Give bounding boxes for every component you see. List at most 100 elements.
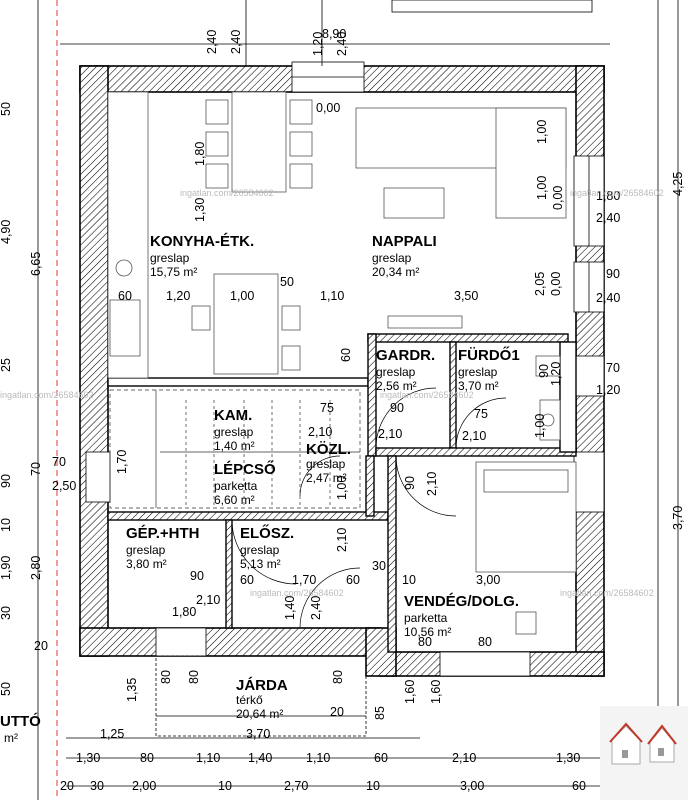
svg-text:greslap: greslap — [126, 543, 166, 557]
svg-text:15,75 m²: 15,75 m² — [150, 265, 197, 279]
room-kozlekedo: KÖZL. greslap 2,47 m² — [306, 441, 351, 485]
svg-text:1,80: 1,80 — [596, 189, 620, 203]
svg-text:60: 60 — [572, 779, 586, 793]
watermark: ingatlan.com/26584602 — [250, 588, 344, 598]
svg-text:1,00: 1,00 — [535, 176, 549, 200]
svg-text:50: 50 — [280, 275, 294, 289]
room-kamra: KAM. greslap 1,40 m² — [214, 407, 255, 453]
watermark: ingatlan.com/26584602 — [0, 390, 94, 400]
svg-text:greslap: greslap — [150, 251, 190, 265]
svg-text:50: 50 — [0, 102, 13, 116]
svg-text:90: 90 — [606, 267, 620, 281]
svg-text:0,00: 0,00 — [551, 186, 565, 210]
svg-text:80: 80 — [140, 751, 154, 765]
svg-text:LÉPCSŐ: LÉPCSŐ — [214, 460, 276, 478]
svg-text:85: 85 — [373, 706, 387, 720]
svg-text:4,90: 4,90 — [0, 220, 13, 244]
svg-text:20: 20 — [60, 779, 74, 793]
svg-text:1,70: 1,70 — [115, 450, 129, 474]
interior-walls — [107, 333, 577, 653]
watermark: ingatlan.com/26584602 — [560, 588, 654, 598]
svg-text:KÖZL.: KÖZL. — [306, 441, 351, 458]
svg-text:30: 30 — [90, 779, 104, 793]
svg-text:VENDÉG/DOLG.: VENDÉG/DOLG. — [404, 593, 519, 610]
svg-text:75: 75 — [474, 407, 488, 421]
svg-text:1,30: 1,30 — [76, 751, 100, 765]
dims-top: 8,90 2,40 2,40 1,20 2,40 0,00 — [205, 27, 349, 115]
svg-text:1,40: 1,40 — [283, 596, 297, 620]
svg-text:greslap: greslap — [458, 365, 498, 379]
svg-text:3,50: 3,50 — [454, 289, 478, 303]
svg-text:greslap: greslap — [372, 251, 412, 265]
svg-text:GARDR.: GARDR. — [376, 347, 435, 364]
room-vendeg: VENDÉG/DOLG. parketta 10,56 m² — [404, 593, 519, 639]
svg-text:2,10: 2,10 — [462, 429, 486, 443]
svg-text:1,10: 1,10 — [306, 751, 330, 765]
svg-text:FÜRDŐ1: FÜRDŐ1 — [458, 346, 520, 364]
svg-text:1,90: 1,90 — [0, 556, 13, 580]
svg-text:1,30: 1,30 — [556, 751, 580, 765]
svg-text:80: 80 — [418, 635, 432, 649]
room-lepcso: LÉPCSŐ parketta 6,60 m² — [214, 460, 276, 507]
dims-right: 1,00 1,00 0,00 1,80 2,40 4,25 3,70 — [535, 120, 685, 530]
room-name: KONYHA-ÉTK. — [150, 233, 254, 250]
svg-text:5,13 m²: 5,13 m² — [240, 557, 281, 571]
svg-text:6,60 m²: 6,60 m² — [214, 493, 255, 507]
svg-text:60: 60 — [339, 348, 353, 362]
svg-text:3,80 m²: 3,80 m² — [126, 557, 167, 571]
svg-text:3,70: 3,70 — [671, 506, 685, 530]
svg-text:2,40: 2,40 — [596, 211, 620, 225]
room-furdo: FÜRDŐ1 greslap 3,70 m² — [458, 346, 520, 393]
svg-text:20,34 m²: 20,34 m² — [372, 265, 419, 279]
svg-text:2,40: 2,40 — [596, 291, 620, 305]
svg-text:20,64 m²: 20,64 m² — [236, 707, 283, 721]
svg-text:2,10: 2,10 — [378, 427, 402, 441]
svg-text:70: 70 — [606, 361, 620, 375]
svg-text:90: 90 — [190, 569, 204, 583]
svg-text:3,70 m²: 3,70 m² — [458, 379, 499, 393]
watermark: ingatlan.com/26584602 — [180, 188, 274, 198]
svg-text:1,60: 1,60 — [403, 680, 417, 704]
svg-text:60: 60 — [374, 751, 388, 765]
room-eloszoba: ELŐSZ. greslap 5,13 m² — [240, 524, 294, 571]
svg-text:90: 90 — [390, 401, 404, 415]
svg-text:greslap: greslap — [214, 425, 254, 439]
room-gephaz: GÉP.+HTH greslap 3,80 m² — [126, 525, 200, 571]
room-konyha: KONYHA-ÉTK. greslap 15,75 m² — [150, 233, 254, 279]
svg-text:greslap: greslap — [240, 543, 280, 557]
svg-text:1,60: 1,60 — [429, 680, 443, 704]
svg-text:1,30: 1,30 — [193, 198, 207, 222]
svg-text:1,20: 1,20 — [549, 362, 563, 386]
watermark: ingatlan.com/26584602 — [570, 188, 664, 198]
svg-text:greslap: greslap — [306, 457, 346, 471]
kitchen-furniture — [107, 91, 313, 379]
svg-text:8,90: 8,90 — [322, 27, 346, 41]
svg-text:2,70: 2,70 — [284, 779, 308, 793]
svg-text:JÁRDA: JÁRDA — [236, 677, 288, 694]
svg-text:0,00: 0,00 — [316, 101, 340, 115]
edge-label-unit: m² — [4, 731, 18, 745]
svg-text:parketta: parketta — [404, 611, 448, 625]
svg-text:60: 60 — [118, 289, 132, 303]
svg-text:2,10: 2,10 — [196, 593, 220, 607]
sidewalk-area — [155, 655, 367, 737]
svg-text:20: 20 — [330, 705, 344, 719]
svg-text:10: 10 — [218, 779, 232, 793]
svg-text:GÉP.+HTH: GÉP.+HTH — [126, 525, 200, 542]
svg-text:1,80: 1,80 — [193, 142, 207, 166]
svg-text:1,80: 1,80 — [172, 605, 196, 619]
svg-text:1,00: 1,00 — [535, 120, 549, 144]
dims-bottom-row2: 20 30 2,00 10 2,70 10 3,00 60 — [60, 779, 586, 793]
edge-label: UTTÓ — [0, 712, 41, 730]
staircase — [109, 389, 361, 509]
svg-text:2,40: 2,40 — [205, 30, 219, 54]
svg-text:2,40: 2,40 — [229, 30, 243, 54]
svg-text:1,00: 1,00 — [230, 289, 254, 303]
living-furniture — [355, 107, 567, 329]
svg-text:1,40: 1,40 — [248, 751, 272, 765]
svg-text:80: 80 — [187, 670, 201, 684]
svg-text:parketta: parketta — [214, 479, 258, 493]
svg-text:2,56 m²: 2,56 m² — [376, 379, 417, 393]
svg-text:90: 90 — [403, 476, 417, 490]
svg-text:90: 90 — [537, 364, 551, 378]
